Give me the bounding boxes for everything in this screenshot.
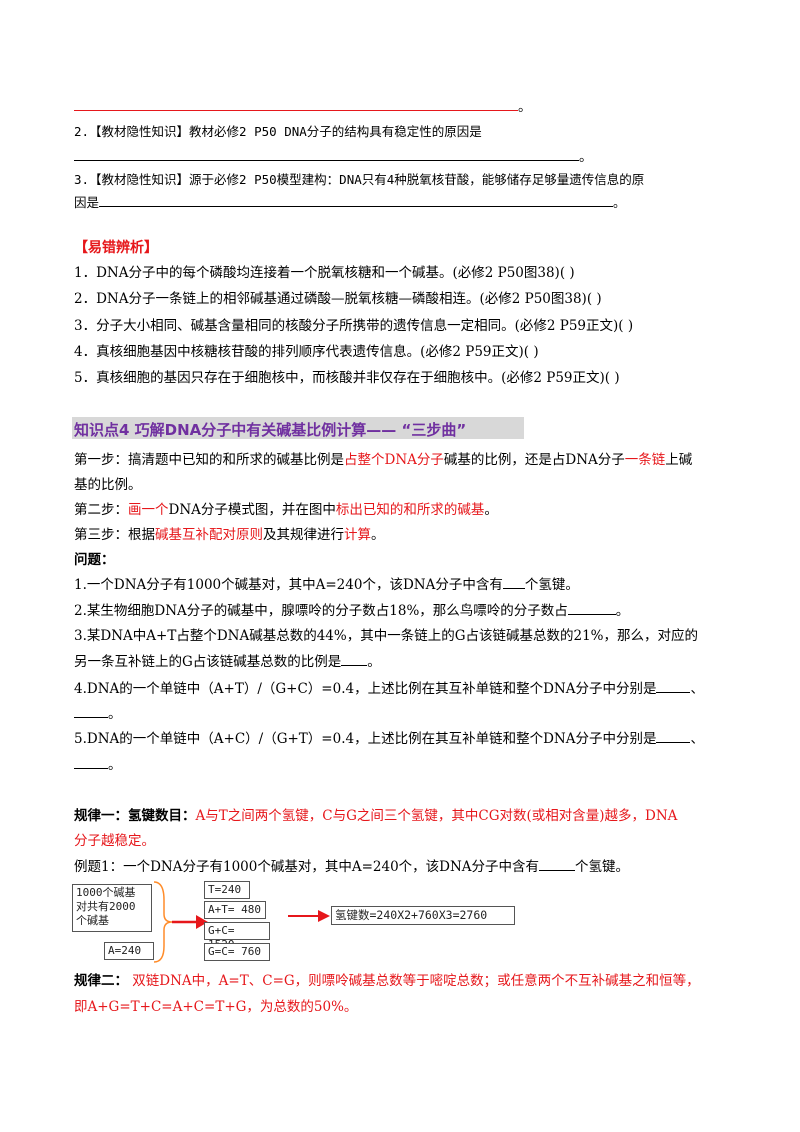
answer-line-1: 。 <box>74 98 532 116</box>
hidden-knowledge-item-2: 2.【教材隐性知识】教材必修2 P50 DNA分子的结构具有稳定性的原因是 <box>74 124 482 139</box>
question-4-blank-1[interactable] <box>656 680 691 693</box>
step-3: 第三步：根据碱基互补配对原则及其规律进行计算。 <box>74 527 385 543</box>
question-5-blank-1[interactable] <box>656 730 691 743</box>
error-item-3: 3．分子大小相同、碱基含量相同的核酸分子所携带的遗传信息一定相同。(必修2 P5… <box>74 318 634 334</box>
error-item-1: 1．DNA分子中的每个磷酸均连接着一个脱氧核糖和一个碱基。(必修2 P50图38… <box>74 265 575 281</box>
diagram-box-gc: G+C= 1520 <box>204 922 270 951</box>
question-5-cont: 。 <box>74 756 122 774</box>
diagram-box-at: A+T= 480 <box>204 901 266 919</box>
error-item-5: 5．真核细胞的基因只存在于细胞核中，而核酸并非仅存在于细胞核中。(必修2 P59… <box>74 370 620 386</box>
question-4: 4.DNA的一个单链中（A+T）/（G+C）=0.4，上述比例在其互补单链和整个… <box>74 680 704 697</box>
diagram-box-a: A=240 <box>104 942 154 960</box>
question-2-blank[interactable] <box>567 602 616 615</box>
diagram-box-t: T=240 <box>204 881 250 899</box>
question-4-blank-2[interactable] <box>74 705 108 718</box>
step-1-cont: 基的比例。 <box>74 477 142 493</box>
answer-blank-3[interactable] <box>99 194 614 207</box>
question-5-blank-2[interactable] <box>74 756 108 769</box>
rule-2: 规律二： 双链DNA中，A=T、C=G，则嘌呤碱基总数等于嘧啶总数；或任意两个不… <box>74 973 700 989</box>
error-item-4: 4．真核细胞基因中核糖核苷酸的排列顺序代表遗传信息。(必修2 P59正文)( ) <box>74 344 539 360</box>
question-2: 2.某生物细胞DNA分子的碱基中，腺嘌呤的分子数占18%，那么鸟嘌呤的分子数占。 <box>74 602 630 619</box>
step-2: 第二步：画一个DNA分子模式图，并在图中标出已知的和所求的碱基。 <box>74 502 498 518</box>
answer-blank-2[interactable] <box>74 148 579 161</box>
hidden-knowledge-item-3-cont: 因是。 <box>74 194 626 210</box>
question-5: 5.DNA的一个单链中（A+C）/（G+T）=0.4，上述比例在其互补单链和整个… <box>74 730 704 747</box>
question-1-blank[interactable] <box>502 576 525 589</box>
diagram-box-g: G=C= 760 <box>204 943 270 961</box>
rule-1: 规律一：氢键数目：A与T之间两个氢键，C与G之间三个氢键，其中CG对数(或相对含… <box>74 808 678 824</box>
diagram-box-total: 1000个碱基 对共有2000 个碱基 <box>72 884 152 932</box>
rule-1-cont: 分子越稳定。 <box>74 833 155 849</box>
error-section-title: 【易错辨析】 <box>74 240 158 256</box>
answer-blank-1[interactable] <box>74 98 518 111</box>
error-item-2: 2．DNA分子一条链上的相邻碱基通过磷酸—脱氧核糖—磷酸相连。(必修2 P50图… <box>74 291 602 307</box>
diagram-result-box: 氢键数=240X2+760X3=2760 <box>331 906 515 925</box>
step-1: 第一步：搞清题中已知的和所求的碱基比例是占整个DNA分子碱基的比例，还是占DNA… <box>74 452 693 468</box>
diagram-arrow-icon <box>288 910 330 922</box>
knowledge-heading-bar <box>72 417 524 439</box>
knowledge-heading: 知识点4 巧解DNA分子中有关碱基比例计算—— “三步曲” <box>74 421 467 439</box>
question-4-cont: 。 <box>74 705 122 723</box>
example-1: 例题1：一个DNA分子有1000个碱基对，其中A=240个，该DNA分子中含有个… <box>74 858 630 875</box>
question-3: 3.某DNA中A+T占整个DNA碱基总数的44%，其中一条链上的G占该链碱基总数… <box>74 628 699 644</box>
question-3-blank[interactable] <box>341 653 368 666</box>
question-3-cont: 另一条互补链上的G占该链碱基总数的比例是。 <box>74 653 381 670</box>
answer-line-2: 。 <box>74 148 593 166</box>
diagram-brace-icon <box>153 881 208 963</box>
question-1: 1.一个DNA分子有1000个碱基对，其中A=240个，该DNA分子中含有个氢键… <box>74 576 579 593</box>
rule-2-cont: 即A+G=T+C=A+C=T+G，为总数的50%。 <box>74 999 358 1015</box>
hidden-knowledge-item-3: 3.【教材隐性知识】源于必修2 P50模型建构：DNA只有4种脱氧核苷酸，能够储… <box>74 172 645 187</box>
example-1-blank[interactable] <box>539 858 576 871</box>
questions-title: 问题： <box>74 552 115 568</box>
